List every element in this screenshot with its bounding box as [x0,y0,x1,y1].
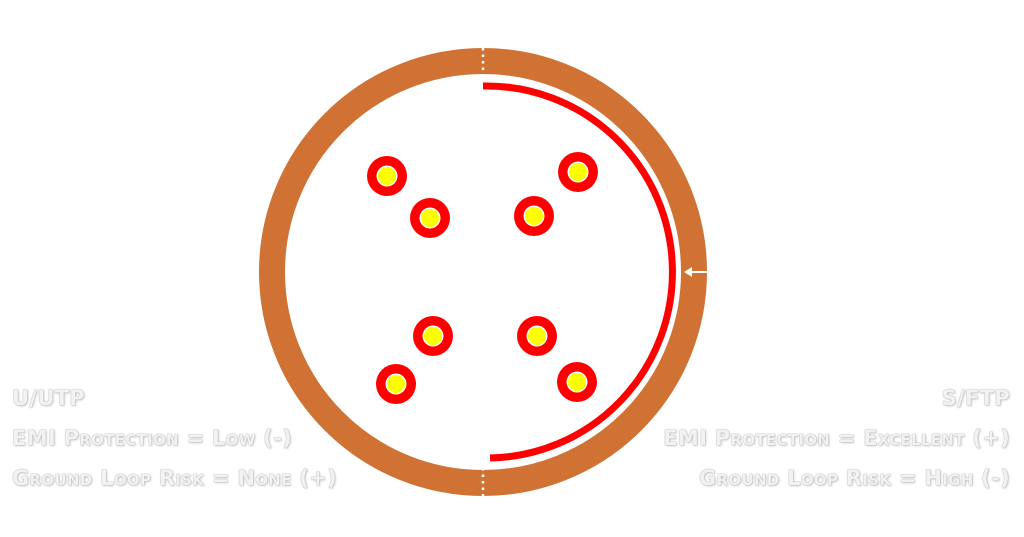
conductor-top-right-1 [558,152,598,192]
right-emi-protection: EMI Protection = Excellent (+) [663,426,1010,450]
right-title: S/FTP [941,386,1010,410]
conductor-bottom-right-1 [517,316,557,356]
left-title: U/UTP [12,386,85,410]
conductor-bottom-left-1 [413,316,453,356]
arrow-icon [684,267,707,277]
left-ground-loop-risk: Ground Loop Risk = None (+) [12,466,337,490]
conductor-top-left-2 [410,198,450,238]
right-ground-loop-risk: Ground Loop Risk = High (-) [699,466,1010,490]
conductor-top-right-2 [514,196,554,236]
conductor-top-left-1 [367,156,407,196]
cable-jacket [259,48,707,496]
left-emi-protection: EMI Protection = Low (-) [12,426,292,450]
conductor-bottom-right-2 [557,362,597,402]
conductor-bottom-left-2 [376,364,416,404]
foil-shield-arc [482,82,676,462]
